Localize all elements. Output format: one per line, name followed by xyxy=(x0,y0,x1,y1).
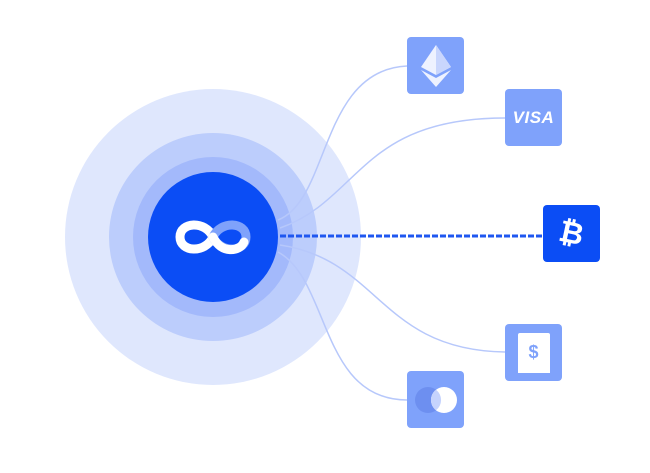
dollar-sign: $ xyxy=(528,342,539,362)
node-visa[interactable]: VISA xyxy=(505,89,562,146)
node-bitcoin[interactable]: ₿ xyxy=(543,205,600,262)
node-mastercard[interactable] xyxy=(407,371,464,428)
connector-ethereum xyxy=(277,65,408,221)
receipt-icon: $ xyxy=(517,332,550,373)
visa-logo: VISA xyxy=(512,107,555,127)
bitcoin-icon: ₿ xyxy=(556,214,587,252)
connector-invoice xyxy=(279,244,506,353)
connector-visa xyxy=(279,117,506,229)
node-invoice[interactable]: $ xyxy=(505,324,562,381)
connector-mastercard xyxy=(277,251,408,401)
infinity-icon xyxy=(175,220,251,255)
ethereum-icon xyxy=(420,44,451,87)
node-ethereum[interactable] xyxy=(407,37,464,94)
mastercard-icon xyxy=(414,386,457,413)
